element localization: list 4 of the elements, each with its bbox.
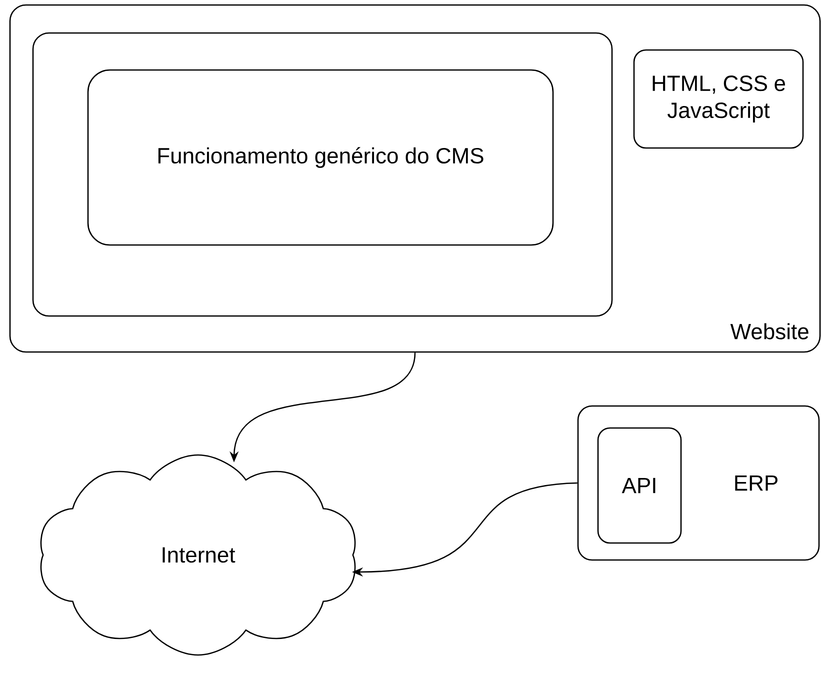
process-box: API	[597, 427, 682, 544]
container-box	[32, 32, 613, 317]
process-box: Funcionamento genérico do CMS	[87, 69, 554, 246]
process-box: HTML, CSS e JavaScript	[633, 49, 804, 149]
